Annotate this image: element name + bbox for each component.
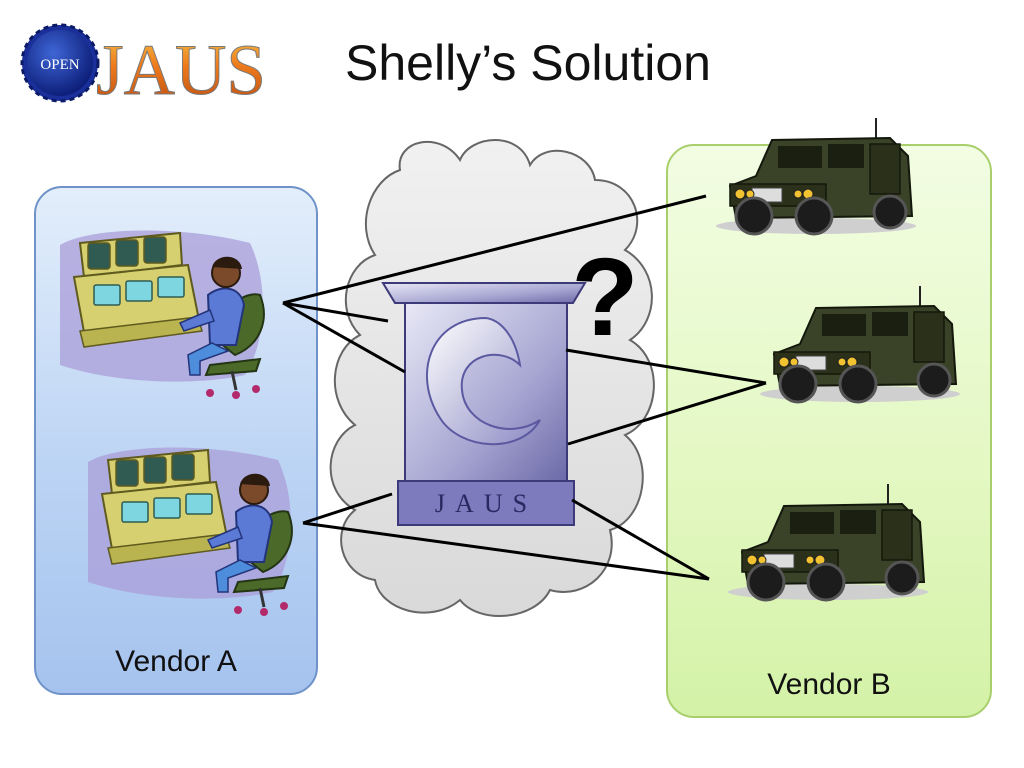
jaus-hub-monument: JAUS [381,282,587,526]
connection-lines [282,194,767,581]
connection-line-6 [565,348,767,385]
monument-label: JAUS [435,489,537,518]
vendor-a-label: Vendor A [115,645,237,678]
operator-console-1 [58,228,266,401]
connection-line-5 [302,521,710,581]
connection-line-7 [567,381,767,446]
humvee-1 [714,116,918,236]
vendor-b-panel: Vendor B [666,144,992,718]
connection-line-1 [282,194,707,305]
slide-title: Shelly’s Solution [345,35,711,91]
humvee-3 [726,482,930,602]
connection-line-8 [571,498,710,581]
open-jaus-logo: OPEN JAUS [20,23,267,104]
connection-line-4 [302,492,393,525]
vendor-b-label: Vendor B [767,668,891,701]
connection-line-2 [282,301,389,323]
humvee-2 [758,284,962,404]
question-annotation: ? [571,236,638,359]
logo-badge-text: OPEN [40,57,79,73]
swirl-icon [425,316,541,446]
connection-line-3 [282,301,406,374]
operator-console-2 [86,445,294,618]
gear-badge-icon: OPEN [20,23,100,103]
logo-wordmark: JAUS [96,30,266,104]
